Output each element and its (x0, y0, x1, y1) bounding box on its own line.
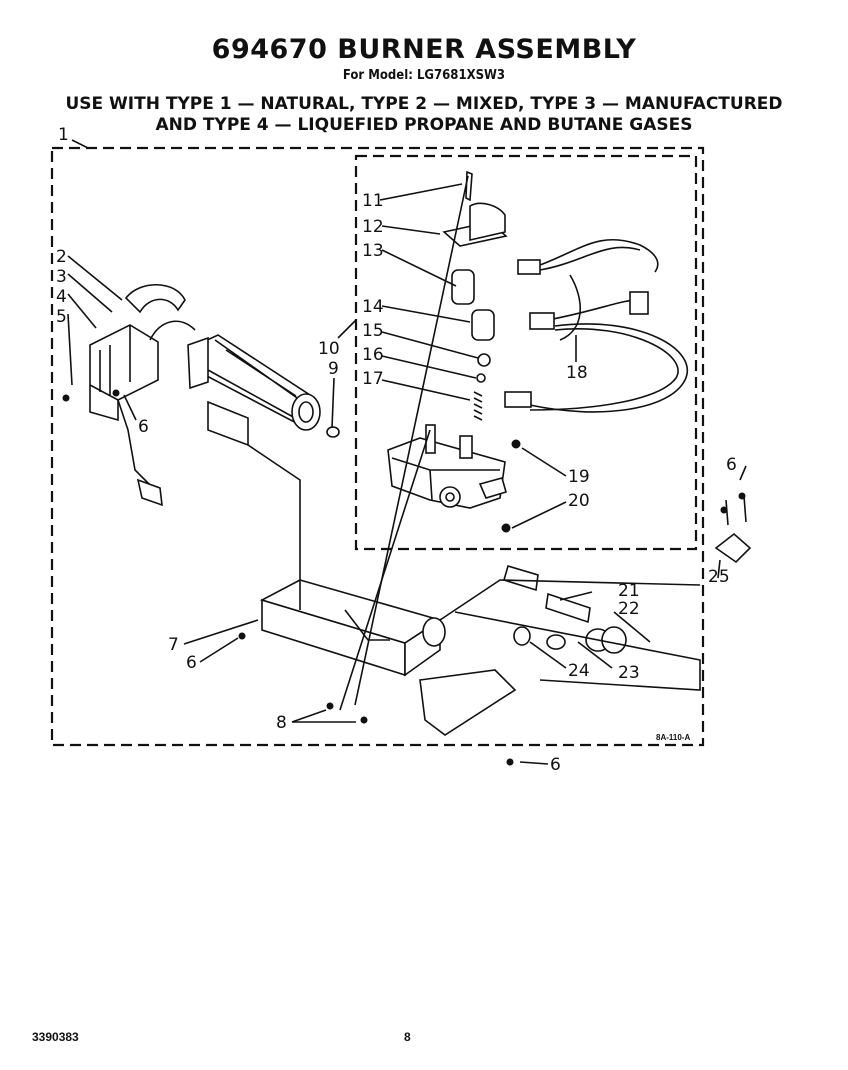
callout-9: 9 (328, 359, 339, 379)
fasteners (62, 389, 746, 766)
callout-6-clamp: 6 (726, 455, 737, 475)
callout-10: 10 (318, 339, 340, 359)
gas-types-line-1: USE WITH TYPE 1 — NATURAL, TYPE 2 — MIXE… (65, 94, 783, 114)
callout-16: 16 (362, 345, 384, 365)
gas-types-line-2: AND TYPE 4 — LIQUEFIED PROPANE AND BUTAN… (155, 115, 693, 135)
callout-25: 25 (708, 567, 730, 587)
callout-6-left: 6 (138, 417, 149, 437)
valve-boundary (354, 154, 698, 551)
page-title: 694670 BURNER ASSEMBLY (211, 34, 637, 65)
callout-6-bottom: 6 (550, 755, 561, 775)
callout-23: 23 (618, 663, 640, 683)
callout-6-bracket: 6 (186, 653, 197, 673)
model-subtitle: For Model: LG7681XSW3 (342, 68, 506, 83)
callout-11: 11 (362, 191, 384, 211)
callout-13: 13 (362, 241, 384, 261)
callout-19: 19 (568, 467, 590, 487)
flame-shield (124, 284, 196, 341)
lower-bracket (259, 579, 517, 736)
orifice-nut (326, 426, 340, 438)
callout-22: 22 (618, 599, 640, 619)
callout-5: 5 (56, 307, 67, 327)
callout-4: 4 (56, 287, 67, 307)
wiring-harness (504, 238, 688, 413)
callout-17: 17 (362, 369, 384, 389)
callout-7: 7 (168, 635, 179, 655)
valve-coils (442, 170, 508, 421)
burner-tube (187, 334, 321, 431)
callout-20: 20 (568, 491, 590, 511)
leader-lines (67, 139, 747, 765)
callout-2: 2 (56, 247, 67, 267)
assembly-boundary (50, 146, 705, 747)
page-number: 8 (404, 1030, 411, 1044)
callout-24: 24 (568, 661, 590, 681)
callout-8: 8 (276, 713, 287, 733)
document-number: 3390383 (32, 1030, 79, 1044)
callout-21: 21 (618, 581, 640, 601)
callout-18: 18 (566, 363, 588, 383)
burner-bracket (89, 324, 163, 507)
pipe-clamp (714, 495, 752, 564)
callout-12: 12 (362, 217, 384, 237)
callout-15: 15 (362, 321, 384, 341)
callout-3: 3 (56, 267, 67, 287)
gas-pipe-fittings (503, 565, 627, 654)
heat-plate (207, 400, 249, 447)
drawing-code: 8A-110-A (656, 733, 690, 742)
gas-valve (387, 424, 507, 509)
callout-1: 1 (58, 125, 69, 145)
callout-14: 14 (362, 297, 384, 317)
